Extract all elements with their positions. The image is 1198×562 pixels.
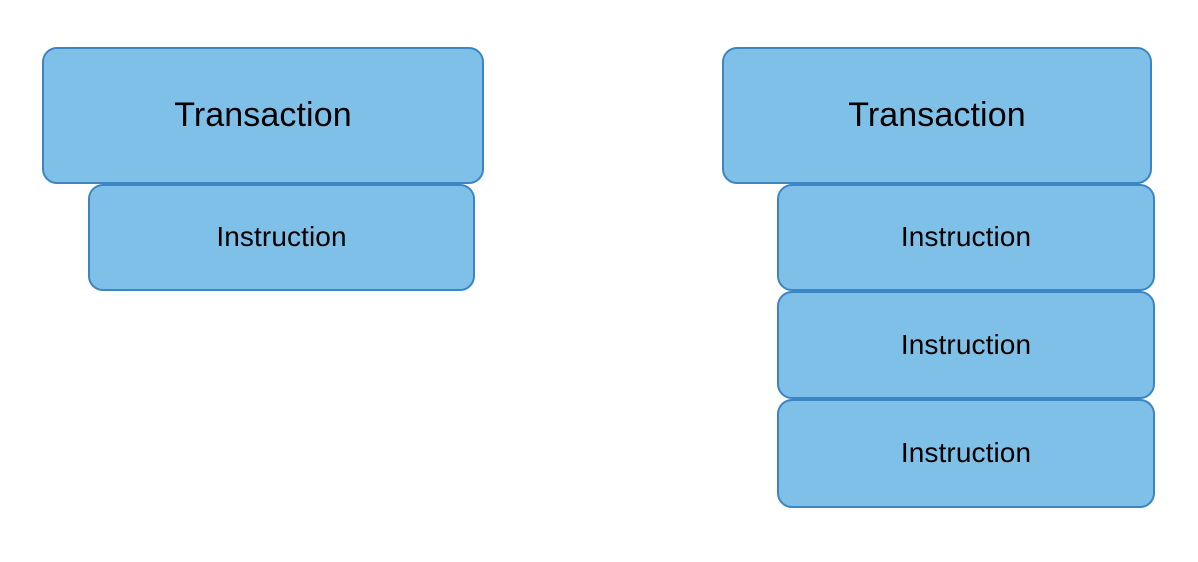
right-instruction-box-1[interactable]: Instruction xyxy=(777,184,1155,291)
left-instruction-label-1: Instruction xyxy=(216,221,347,253)
right-instruction-box-3[interactable]: Instruction xyxy=(777,399,1155,508)
right-transaction-box[interactable]: Transaction xyxy=(722,47,1152,184)
right-transaction-label: Transaction xyxy=(848,95,1026,134)
left-transaction-box[interactable]: Transaction xyxy=(42,47,484,184)
right-instruction-box-2[interactable]: Instruction xyxy=(777,291,1155,399)
left-instruction-box-1[interactable]: Instruction xyxy=(88,184,475,291)
transaction-group-left: Transaction Instruction xyxy=(0,0,560,562)
right-instruction-label-1: Instruction xyxy=(900,221,1032,253)
right-instruction-label-2: Instruction xyxy=(900,328,1032,360)
left-transaction-label: Transaction xyxy=(174,95,352,134)
right-instruction-label-3: Instruction xyxy=(900,437,1032,469)
